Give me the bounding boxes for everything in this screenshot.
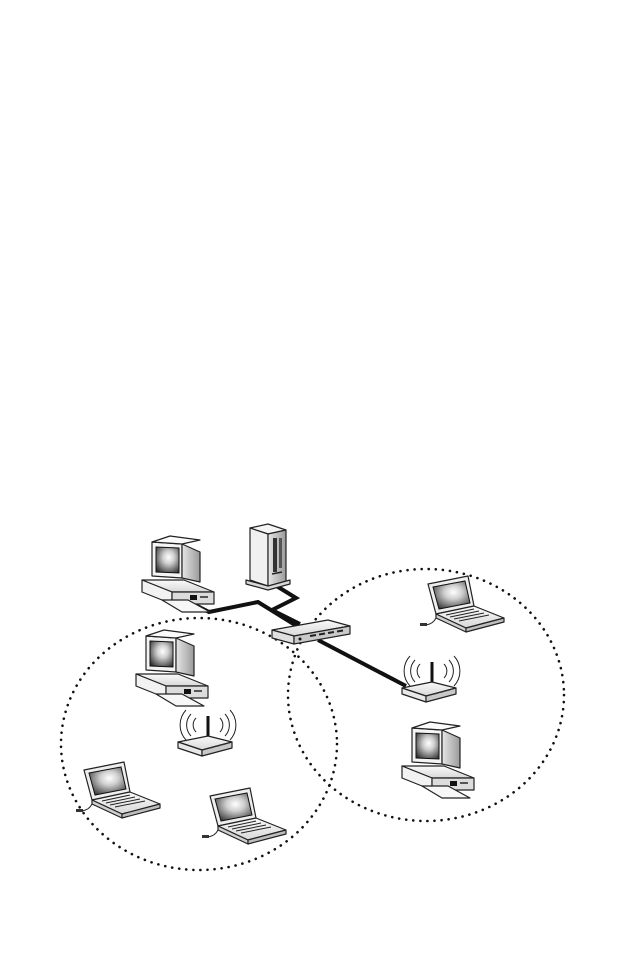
- desktop-computer-icon: [402, 722, 474, 798]
- desktop-computer-icon: [136, 630, 208, 706]
- laptop-icon: [76, 762, 160, 818]
- server-tower-icon: [246, 524, 290, 590]
- wireless-access-point-icon: [178, 710, 236, 756]
- wireless-access-point-icon: [402, 656, 460, 702]
- laptop-icon: [202, 788, 286, 844]
- desktop-computer-icon: [142, 536, 214, 612]
- network-switch-icon: [272, 620, 350, 644]
- cable-hub-to-access-point: [318, 640, 406, 686]
